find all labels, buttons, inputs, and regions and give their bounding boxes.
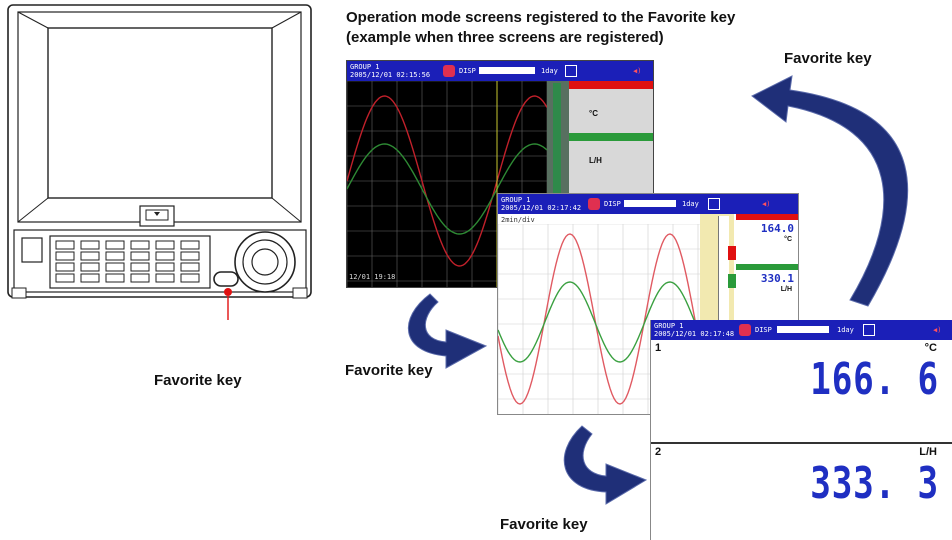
screen-digital: GROUP 1 2005/12/01 02:17:48 DISP 1day ◀)… (650, 320, 952, 540)
screen2-status-bar: GROUP 1 2005/12/01 02:17:42 DISP 1day ◀) (498, 194, 798, 214)
screen2-ch1-value: 164.0 (760, 222, 794, 235)
screen1-ch2-unit: L/H (589, 156, 602, 165)
screen3-interval: 1day (837, 326, 854, 334)
arrow-right-loop (751, 75, 909, 307)
screen2-datetime: 2005/12/01 02:17:42 (501, 204, 582, 212)
screen3-disp: DISP (755, 326, 772, 334)
screen1-time-marker: 12/01 19:18 (349, 273, 396, 281)
screen1-datetime: 2005/12/01 02:15:56 (350, 71, 431, 79)
screen2-save-icon (708, 198, 720, 210)
screen1-save-icon (565, 65, 577, 77)
screen2-ch1-unit: °C (784, 236, 792, 243)
screen3-alarm-icon (739, 324, 751, 336)
screen3-status-bar: GROUP 1 2005/12/01 02:17:48 DISP 1day ◀) (651, 320, 952, 340)
screen3-group: GROUP 1 (654, 322, 684, 330)
arrow-left-loop (407, 293, 488, 369)
screen3-sound-icon: ◀) (933, 326, 942, 334)
favorite-key-label-device: Favorite key (154, 372, 242, 389)
screen3-datetime: 2005/12/01 02:17:48 (654, 330, 735, 338)
screen3-ch2-unit: L/H (919, 446, 937, 458)
screen2-interval: 1day (682, 200, 699, 208)
screen3-ch1-unit: °C (924, 342, 937, 354)
screen1-status-bar: GROUP 1 2005/12/01 02:15:56 DISP 1day ◀) (347, 61, 653, 81)
screen1-disp: DISP (459, 67, 476, 75)
favorite-key-label-left: Favorite key (345, 362, 433, 379)
screen2-group: GROUP 1 (501, 196, 531, 204)
key-grid (55, 240, 200, 283)
title-line-2: (example when three screens are register… (346, 29, 664, 46)
favorite-key-label-bottom: Favorite key (500, 516, 588, 533)
screen3-ch2-value: 333. 3 (810, 458, 939, 509)
screen1-alarm-icon (443, 65, 455, 77)
screen3-ch1-number: 1 (655, 342, 662, 354)
screen2-sound-icon: ◀) (762, 200, 771, 208)
screen1-sound-icon: ◀) (633, 67, 642, 75)
screen1-ch1-unit: °C (589, 109, 598, 118)
screen2-div-label: 2min/div (501, 216, 535, 224)
favorite-key-label-top: Favorite key (784, 50, 872, 67)
arrow-bottom-loop (563, 425, 648, 505)
screen3-ch2-number: 2 (655, 446, 662, 458)
screen1-interval: 1day (541, 67, 558, 75)
screen2-trend-plot (498, 224, 700, 414)
screen2-disp: DISP (604, 200, 621, 208)
diagram-title: Operation mode screens registered to the… (346, 8, 735, 48)
screen3-ch1-value: 166. 6 (810, 354, 939, 405)
screen3-divider (651, 442, 952, 444)
title-line-1: Operation mode screens registered to the… (346, 9, 736, 26)
favorite-key-button[interactable] (213, 271, 239, 287)
screen3-save-icon (863, 324, 875, 336)
screen2-ch2-value: 330.1 (760, 272, 794, 285)
screen1-group: GROUP 1 (350, 63, 380, 71)
screen2-ch2-unit: L/H (780, 286, 792, 293)
screen2-alarm-icon (588, 198, 600, 210)
recorder-device (7, 4, 312, 320)
